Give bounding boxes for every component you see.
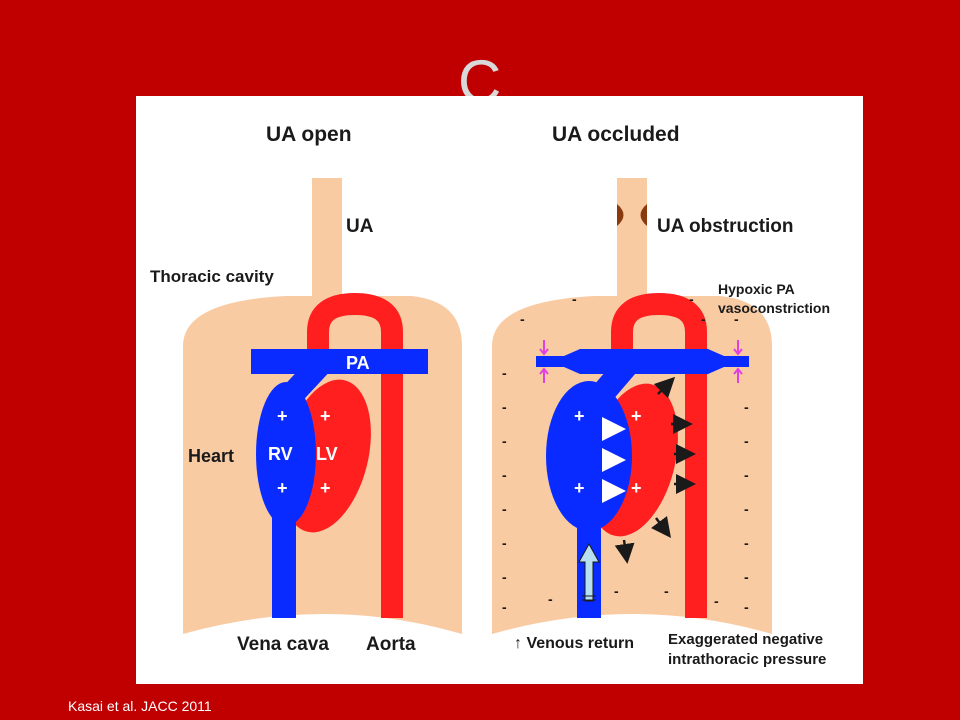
right-ventricle [256,382,316,526]
minus-sign: - [714,593,719,609]
rv-plus: + [277,406,288,426]
aorta-right [611,292,707,618]
ua-obstruction-label: UA obstruction [657,216,794,237]
figure-panel: UA open UA Thoracic cavity PA + + + + RV… [136,96,863,684]
minus-sign: - [689,291,694,307]
minus-sign: - [502,399,507,415]
minus-sign: - [502,599,507,615]
minus-sign: - [734,311,739,327]
minus-sign: - [520,311,525,327]
minus-sign: - [614,583,619,599]
lv-plus: + [320,478,331,498]
septal-shift-arrow-icon [602,417,626,503]
right-ventricle-right [546,381,632,531]
left-panel: UA open UA Thoracic cavity PA + + + + RV… [150,123,462,655]
minus-sign: - [502,535,507,551]
aorta-left [307,292,403,618]
pulmonary-artery-left [251,349,428,374]
minus-sign: - [744,599,749,615]
ua-label: UA [346,216,374,237]
rv-plus: + [574,406,585,426]
vena-cava-label: Vena cava [237,634,329,655]
citation: Kasai et al. JACC 2011 [68,698,212,714]
minus-sign: - [502,467,507,483]
thoracic-cavity-label: Thoracic cavity [150,267,274,286]
ua-obstruction-icon [617,204,647,226]
minus-sign: - [572,291,577,307]
lv-expansion-arrow-icon [614,376,696,564]
minus-sign: - [744,535,749,551]
hypoxic-label-line1: Hypoxic PA [718,281,795,297]
rv-plus: + [574,478,585,498]
right-panel: UA occluded UA obstruction Hypoxic PA va… [492,123,830,668]
minus-sign: - [548,591,553,607]
minus-sign: - [744,399,749,415]
heart-label: Heart [188,446,234,466]
right-panel-title: UA occluded [552,123,680,146]
left-panel-title: UA open [266,123,352,146]
pressure-label-line2: intrathoracic pressure [668,651,826,668]
minus-sign: - [502,433,507,449]
lv-plus: + [631,406,642,426]
umbilical-artery-left [312,178,342,300]
lv-label: LV [316,444,338,464]
minus-sign: - [664,583,669,599]
venous-return-arrow-icon [578,542,600,602]
minus-sign: - [502,365,507,381]
minus-sign: - [744,569,749,585]
minus-sign: - [744,467,749,483]
pa-label: PA [346,353,370,373]
circulation-diagram: UA open UA Thoracic cavity PA + + + + RV… [150,123,830,668]
hypoxic-label-line2: vasoconstriction [718,300,830,316]
lv-plus: + [631,478,642,498]
venous-return-label: ↑ Venous return [514,635,634,652]
rv-label: RV [268,444,293,464]
minus-sign: - [744,501,749,517]
pulmonary-artery-right [536,349,749,374]
rv-plus: + [277,478,288,498]
minus-sign: - [502,569,507,585]
minus-sign: - [701,311,706,327]
umbilical-artery-right [617,178,647,300]
minus-sign: - [744,433,749,449]
constriction-marker-icon [539,340,743,383]
negative-pressure-markers: - - - - - - - - - - - - - - - - - - - - … [502,291,749,615]
lv-plus: + [320,406,331,426]
pressure-label-line1: Exaggerated negative [668,631,823,648]
minus-sign: - [502,501,507,517]
aorta-label: Aorta [366,634,416,655]
